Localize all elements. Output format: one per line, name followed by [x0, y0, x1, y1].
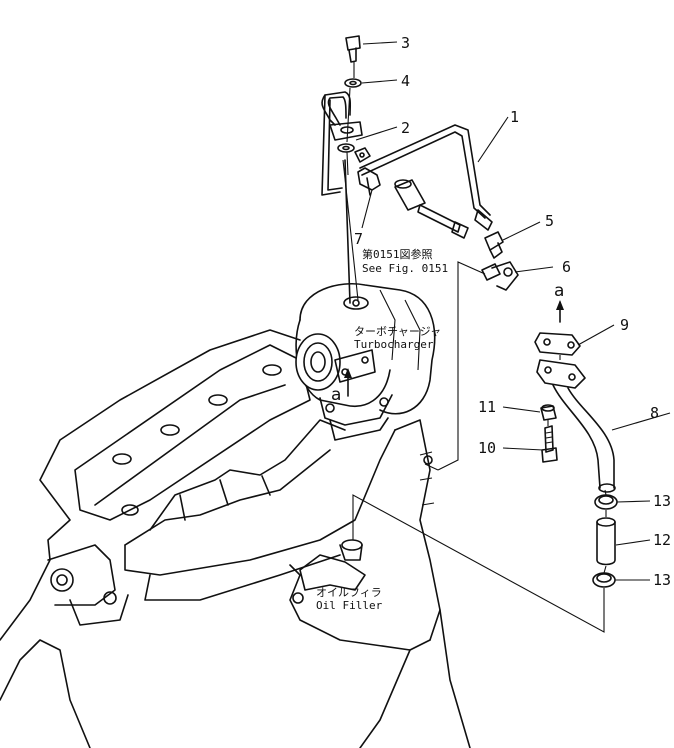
- callout-2: 2: [401, 119, 410, 137]
- turbocharger: [295, 283, 436, 441]
- callout-12: 12: [653, 531, 671, 549]
- bolt-part-3: [345, 35, 361, 63]
- leader-lines: [355, 41, 671, 581]
- stud-part-10: [541, 425, 558, 463]
- gasket-part-9: [534, 332, 581, 356]
- hose-part-12: [596, 517, 616, 566]
- callout-6: 6: [562, 258, 571, 276]
- nut-part-11: [540, 404, 557, 421]
- view-arrow-top: [556, 300, 564, 323]
- turbocharger-label-japanese: ターボチャージャ: [354, 325, 441, 338]
- callout-10: 10: [478, 439, 496, 457]
- callout-5: 5: [545, 212, 554, 230]
- view-marker-top: a: [554, 281, 564, 301]
- figure-reference-english: See Fig. 0151: [362, 262, 448, 275]
- washer-part-4: [344, 78, 362, 88]
- oil-filler-label-japanese: オイルフィラ: [316, 586, 382, 599]
- view-marker-flange: a: [331, 385, 341, 405]
- callout-7: 7: [354, 230, 363, 248]
- turbocharger-label-english: Turbocharger: [354, 338, 434, 351]
- assembly-center-lines: [342, 62, 607, 633]
- elbow-part-6: [481, 261, 519, 291]
- callout-1: 1: [510, 108, 519, 126]
- oil-inlet-pipe: [321, 91, 493, 304]
- clamp-nut: [354, 147, 371, 163]
- spacer-and-bolt: [394, 179, 469, 239]
- callout-13-lower: 13: [653, 571, 671, 589]
- hose-clamp-part-13-upper: [594, 494, 618, 510]
- callout-11: 11: [478, 398, 496, 416]
- washer-part-2: [337, 143, 355, 153]
- callout-8: 8: [650, 404, 659, 422]
- oil-drain-tube-part-8: [536, 359, 616, 493]
- connector-part-5: [484, 231, 504, 259]
- figure-reference-japanese: 第0151図参照: [362, 247, 433, 261]
- callout-13-upper: 13: [653, 492, 671, 510]
- view-arrow-flange: [344, 368, 352, 397]
- callout-4: 4: [401, 72, 410, 90]
- callout-9: 9: [620, 316, 629, 334]
- callout-3: 3: [401, 34, 410, 52]
- engine-block: [0, 329, 471, 748]
- hose-clamp-part-13-lower: [592, 572, 616, 588]
- oil-filler-label-english: Oil Filler: [316, 599, 383, 612]
